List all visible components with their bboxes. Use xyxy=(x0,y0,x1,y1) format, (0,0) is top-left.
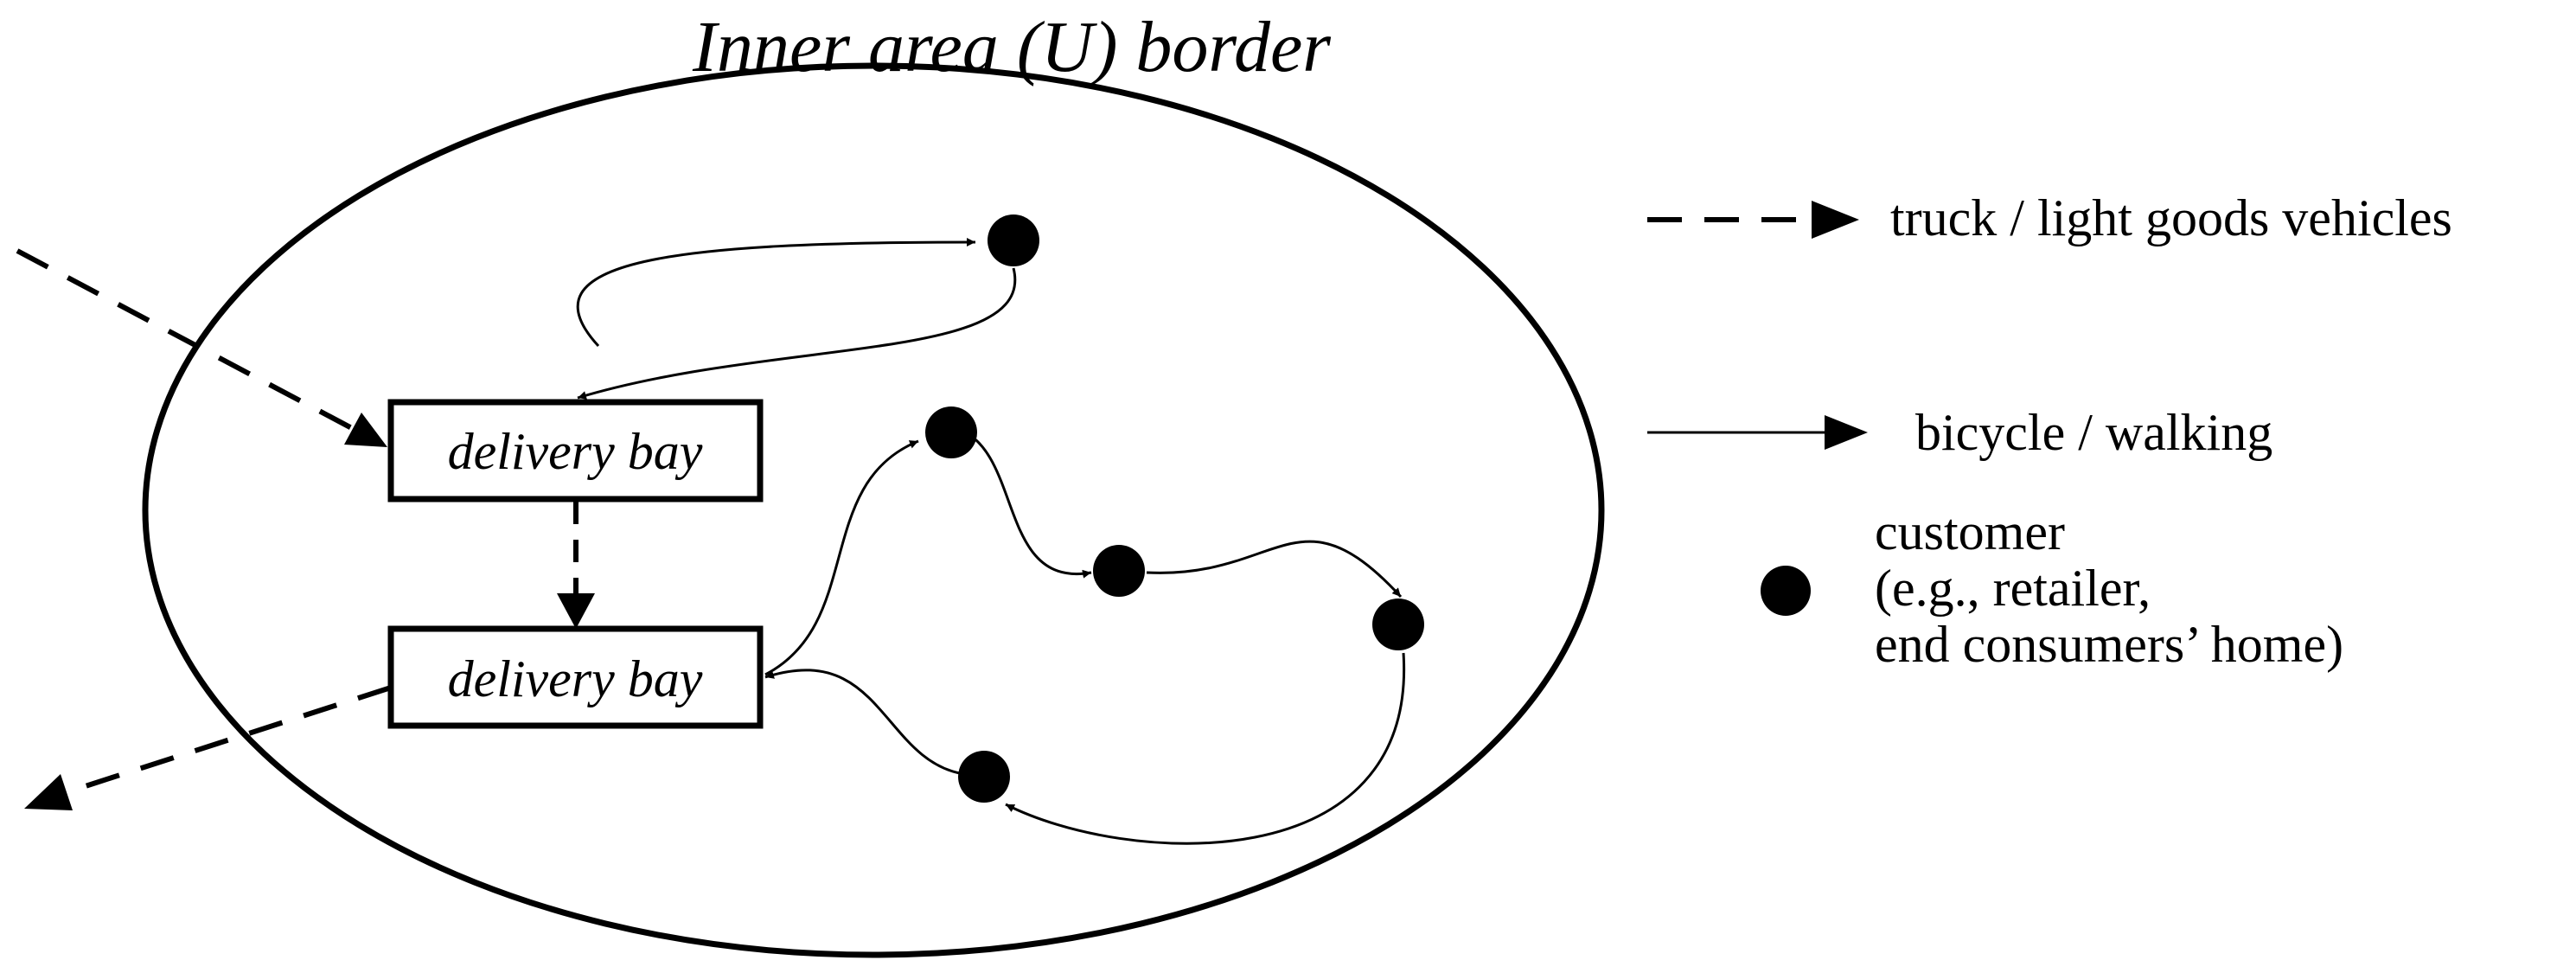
bike-route-bay-to-customer-1 xyxy=(576,238,976,348)
bike-routes xyxy=(576,238,1405,845)
bike-route-customer-1-to-bay xyxy=(577,267,1017,400)
truck-route-out-arrowhead xyxy=(24,774,73,810)
bike-route-customer-2-to-3 xyxy=(968,432,1092,579)
legend-customer-dot xyxy=(1761,566,1811,616)
delivery-bay-bottom-label: delivery bay xyxy=(448,650,703,707)
customers xyxy=(925,214,1424,803)
legend-customer-line-2: (e.g., retailer, xyxy=(1875,560,2151,617)
customer-dot xyxy=(988,214,1039,266)
customer-dot xyxy=(958,751,1010,803)
truck-route-between-bays-arrowhead xyxy=(557,593,595,629)
customer-dot xyxy=(925,406,977,458)
legend-truck-label: truck / light goods vehicles xyxy=(1890,189,2452,246)
delivery-bay-top: delivery bay xyxy=(387,399,764,503)
inner-area-border xyxy=(142,62,1605,958)
truck-route-out xyxy=(68,685,392,794)
legend-customer-text: customer (e.g., retailer, end consumers’… xyxy=(1875,503,2343,673)
legend-bike-label: bicycle / walking xyxy=(1915,404,2272,461)
legend-customer-line-1: customer xyxy=(1875,503,2065,560)
truck-route-in-arrowhead xyxy=(344,413,387,447)
truck-route-in xyxy=(16,248,365,437)
bike-route-customer-4-to-5 xyxy=(1005,652,1405,845)
legend-bike-arrowhead xyxy=(1825,415,1868,450)
bike-route-customer-5-to-bay xyxy=(764,669,965,776)
legend-customer-line-3: end consumers’ home) xyxy=(1875,616,2343,673)
delivery-bay-bottom: delivery bay xyxy=(387,625,764,729)
bike-route-bay-to-customer-2 xyxy=(764,439,919,676)
legend: truck / light goods vehicles bicycle / w… xyxy=(1647,189,2452,673)
delivery-bay-top-label: delivery bay xyxy=(448,423,703,480)
bike-route-customer-3-to-4 xyxy=(1146,540,1403,599)
legend-truck-arrowhead xyxy=(1812,201,1859,239)
customer-dot xyxy=(1093,545,1145,597)
customer-dot xyxy=(1372,599,1424,650)
